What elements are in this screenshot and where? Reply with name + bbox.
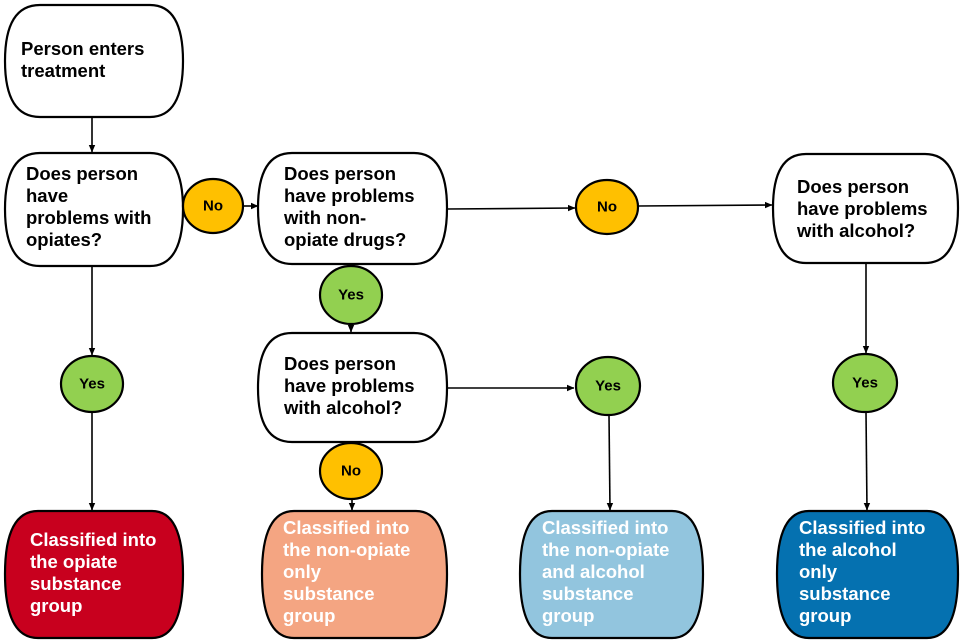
decision-yes-alcohol-right: [831, 352, 899, 414]
outcome-alcohol-only-group-text: Classified into the alcohol only substan…: [799, 517, 926, 626]
question-non-opiate-text: Does person have problems with non- opia…: [284, 163, 415, 250]
decision-yes-non-opiate-label: Yes: [338, 286, 364, 304]
start-node: [3, 3, 185, 119]
decision-yes-alcohol-mid: [574, 355, 642, 417]
decision-no-alcohol-mid-label: No: [341, 462, 361, 480]
outcome-opiate-group-text: Classified into the opiate substance gro…: [30, 529, 157, 616]
edge-yes-to-alcohol-only-group: [863, 411, 871, 511]
decision-no-opiates: [181, 177, 245, 235]
outcome-non-opiate-only-group-node: [260, 509, 449, 640]
outcome-opiate-group-node: [3, 509, 185, 640]
decision-yes-alcohol-mid-label: Yes: [595, 377, 621, 395]
question-opiates-text: Does person have problems with opiates?: [26, 163, 152, 250]
outcome-non-opiate-only-group-text: Classified into the non-opiate only subs…: [283, 517, 411, 626]
decision-yes-non-opiate: [318, 264, 384, 326]
decision-no-alcohol-mid: [318, 441, 384, 501]
question-alcohol-right-text: Does person have problems with alcohol?: [797, 176, 928, 241]
question-alcohol-mid-text: Does person have problems with alcohol?: [284, 353, 415, 418]
decision-yes-opiates-label: Yes: [79, 375, 105, 393]
question-non-opiate-node: [256, 151, 449, 266]
decision-no-opiates-label: No: [203, 197, 223, 215]
question-alcohol-mid-node: [256, 331, 449, 444]
question-opiates-node: [3, 151, 185, 268]
outcome-non-opiate-alcohol-group-node: [518, 509, 705, 640]
outcome-alcohol-only-group-node: [775, 509, 960, 640]
decision-no-non-opiate-label: No: [597, 198, 617, 216]
outcome-non-opiate-alcohol-group-text: Classified into the non-opiate and alcoh…: [542, 517, 670, 626]
decision-yes-alcohol-right-label: Yes: [852, 374, 878, 392]
edge-no-to-alcohol-right: [637, 201, 773, 209]
question-alcohol-right-node: [771, 152, 960, 265]
edge-yes-to-non-opiate-alcohol-group: [606, 414, 614, 511]
start-node-text: Person enters treatment: [21, 38, 145, 81]
decision-yes-opiates: [59, 354, 125, 414]
decision-no-non-opiate: [574, 178, 640, 236]
edge-non-opiate-to-no: [446, 204, 576, 212]
